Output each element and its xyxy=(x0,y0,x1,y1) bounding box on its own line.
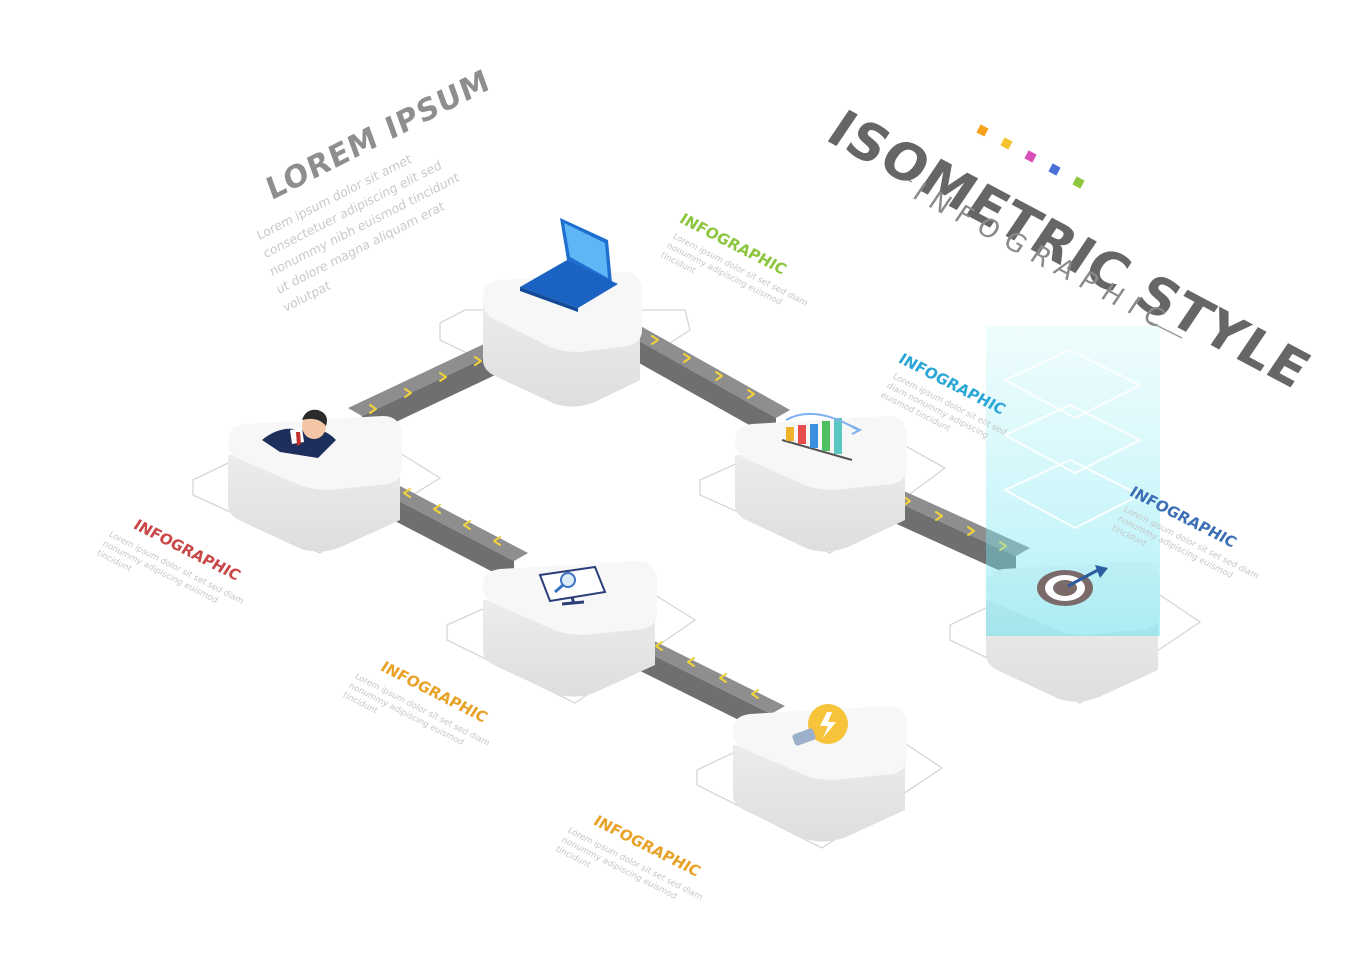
chevron xyxy=(935,511,943,521)
chevron xyxy=(651,335,659,345)
brand-color-dot xyxy=(1072,176,1085,189)
bar-chart-icon xyxy=(781,413,863,461)
chevron xyxy=(474,356,482,366)
chevron xyxy=(369,404,377,414)
chevron xyxy=(493,536,501,546)
brand-color-dot xyxy=(1000,137,1013,150)
chevron xyxy=(719,673,727,683)
chevron xyxy=(747,389,755,399)
beam-ring xyxy=(1002,403,1143,475)
brand-color-dot xyxy=(1048,163,1061,176)
businessman-icon xyxy=(262,409,336,458)
target-icon xyxy=(1037,565,1108,606)
chevron xyxy=(683,353,691,363)
block-top xyxy=(735,416,907,490)
floor-outline xyxy=(439,309,691,406)
step-block-bulb[interactable] xyxy=(733,706,907,842)
chevron xyxy=(403,488,411,498)
chevron xyxy=(903,496,911,506)
block-top xyxy=(733,706,907,780)
road-side xyxy=(598,318,776,440)
chevron xyxy=(687,657,695,667)
subtitle-rule-left xyxy=(887,169,913,183)
laptop-icon xyxy=(520,218,618,312)
chevron xyxy=(463,520,471,530)
chevron xyxy=(433,504,441,514)
step-block-chart[interactable] xyxy=(735,416,907,552)
brand-color-dots xyxy=(976,124,1085,189)
monitor-search-icon xyxy=(538,565,607,606)
chevron xyxy=(751,689,759,699)
road-top xyxy=(598,310,790,418)
lightbulb-icon xyxy=(792,704,848,746)
chevron xyxy=(967,526,975,536)
chevron xyxy=(439,372,447,382)
brand-color-dot xyxy=(976,124,989,137)
chevron xyxy=(404,388,412,398)
subtitle-rule-right xyxy=(1149,321,1183,339)
chevron xyxy=(715,371,723,381)
beam-ring xyxy=(1002,458,1143,530)
brand-color-dot xyxy=(1024,150,1037,163)
chevron xyxy=(655,641,663,651)
beam-ring xyxy=(1002,348,1143,420)
